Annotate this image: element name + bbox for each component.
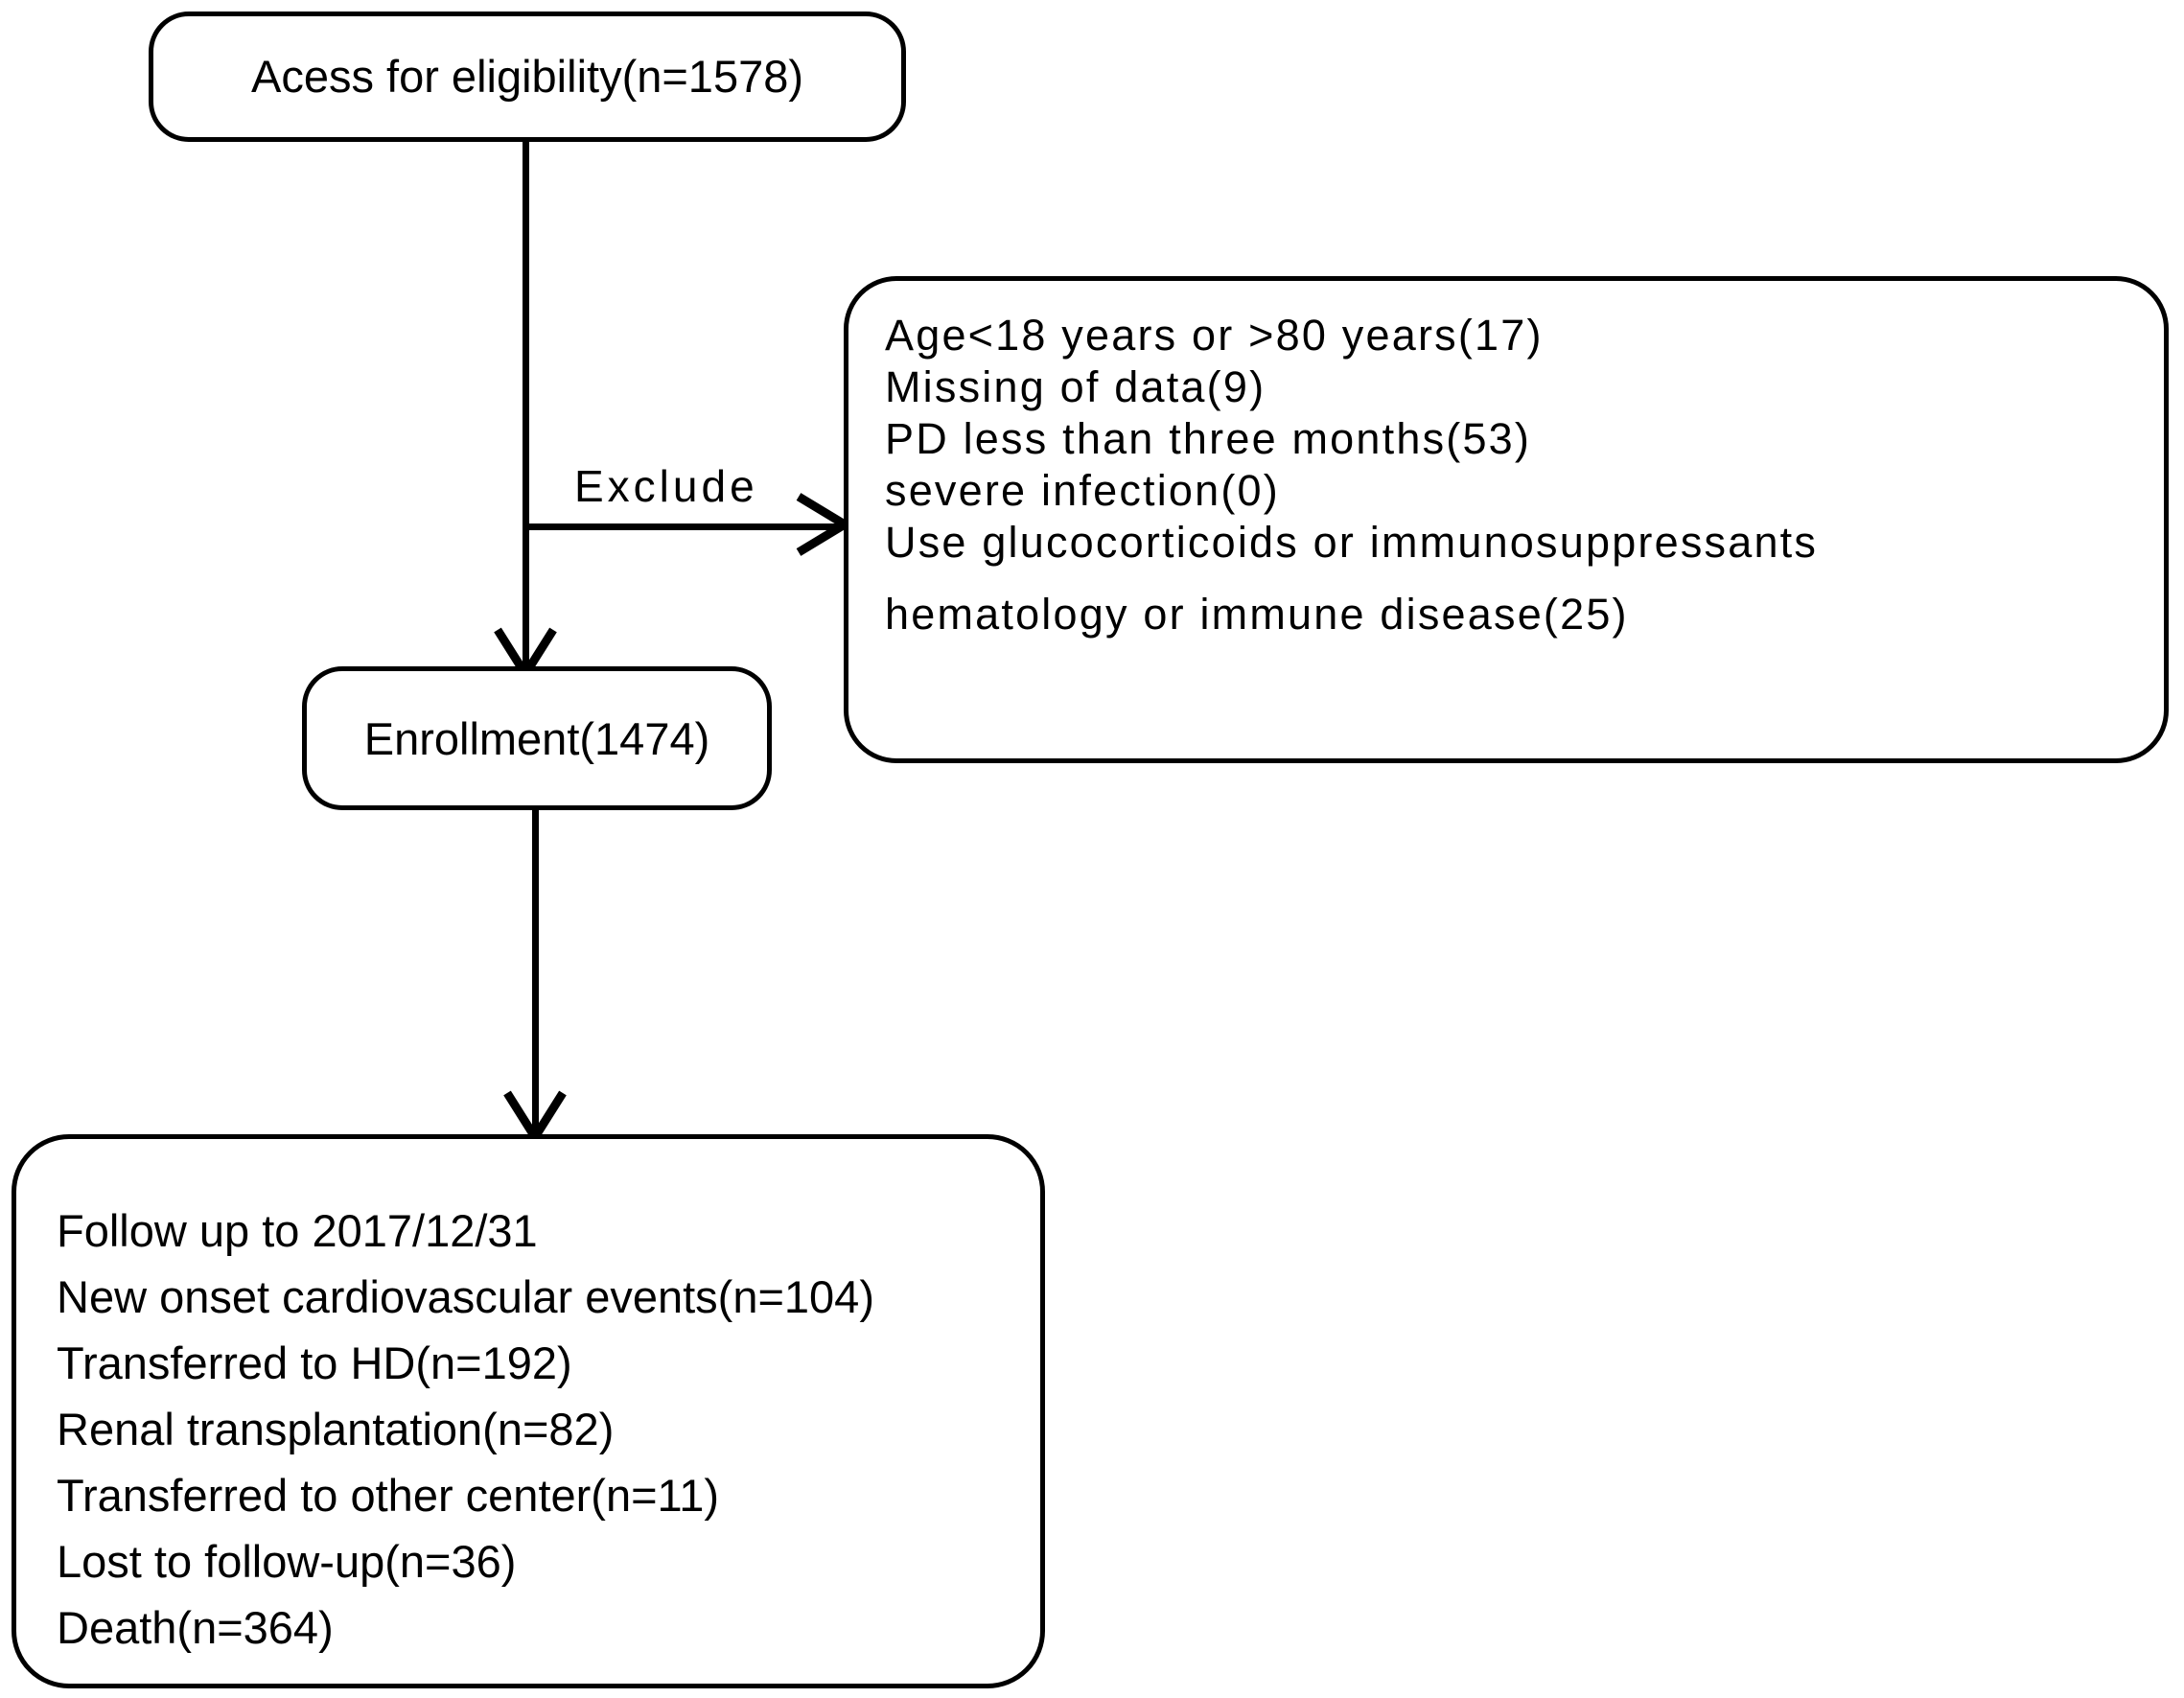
exclusion-line: Missing of data(9) <box>885 362 1266 411</box>
exclusion-line: PD less than three months(53) <box>885 414 1532 463</box>
node-enrollment: Enrollment(1474) <box>302 666 772 810</box>
connector-enrollment-to-followup <box>532 808 539 1139</box>
followup-line: Renal transplantation(n=82) <box>57 1404 615 1454</box>
exclusion-line: Age<18 years or >80 years(17) <box>885 311 1544 360</box>
followup-line: New onset cardiovascular events(n=104) <box>57 1271 874 1322</box>
connector-eligibility-to-enrollment <box>523 137 529 674</box>
exclusion-line: severe infection(0) <box>885 466 1280 515</box>
node-eligibility-label: Acess for eligibility(n=1578) <box>250 51 804 103</box>
node-followup-outcomes: Follow up to 2017/12/31 New onset cardio… <box>12 1134 1045 1688</box>
connector-exclude-branch <box>525 523 851 530</box>
followup-line: Transferred to other center(n=11) <box>57 1470 719 1521</box>
exclusion-line: Use glucocorticoids or immunosuppressant… <box>885 518 1819 567</box>
followup-line: Follow up to 2017/12/31 <box>57 1205 538 1256</box>
node-enrollment-label: Enrollment(1474) <box>363 712 710 764</box>
followup-line: Transferred to HD(n=192) <box>57 1337 572 1388</box>
node-eligibility: Acess for eligibility(n=1578) <box>149 12 906 142</box>
edge-label-exclude: Exclude <box>570 460 762 512</box>
node-exclusion-criteria: Age<18 years or >80 years(17) Missing of… <box>844 276 2169 763</box>
followup-line: Lost to follow-up(n=36) <box>57 1536 517 1587</box>
exclusion-line: hematology or immune disease(25) <box>885 590 1629 639</box>
followup-line: Death(n=364) <box>57 1602 334 1653</box>
